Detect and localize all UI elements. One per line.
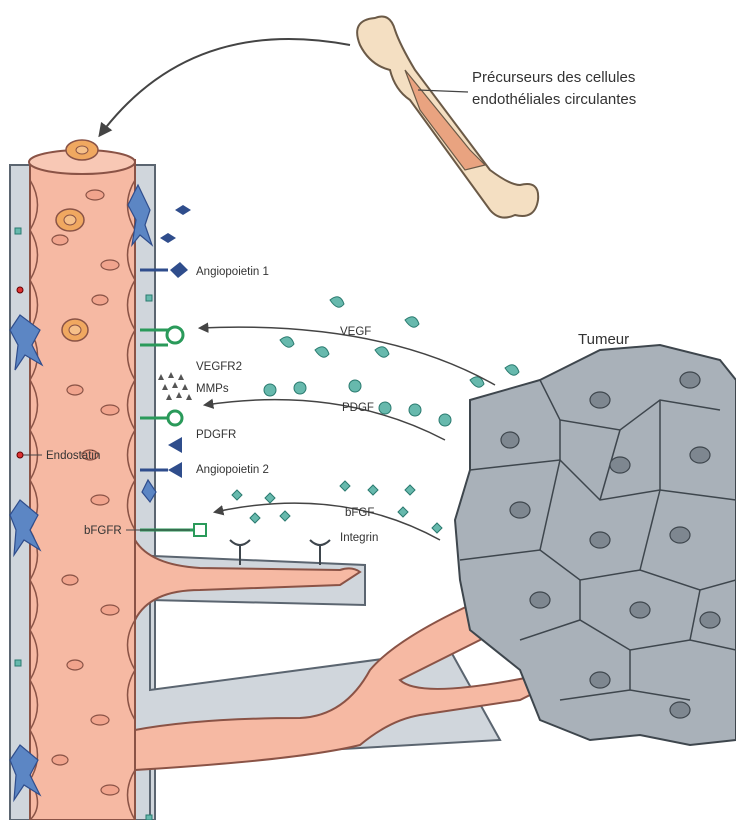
label-precursors-line1: Précurseurs des cellules [472, 69, 635, 86]
label-pdgf: PDGF [342, 402, 374, 414]
label-vegf: VEGF [340, 326, 371, 338]
bone [357, 17, 538, 218]
label-bfgf: bFGF [345, 507, 374, 519]
label-bfgfr: bFGFR [84, 525, 122, 537]
label-tumor: Tumeur [578, 331, 629, 348]
label-mmps: MMPs [196, 383, 229, 395]
label-precursors-line2: endothéliales circulantes [472, 91, 636, 108]
precursor-migration-arrow [100, 39, 350, 135]
mmp-triangles [158, 372, 192, 400]
label-pdgfr: PDGFR [196, 429, 236, 441]
label-angiopoietin1: Angiopoietin 1 [196, 266, 269, 278]
vegf-molecules [280, 297, 519, 387]
label-endostatin: Endostatin [46, 450, 100, 462]
label-vegfr2: VEGFR2 [196, 361, 242, 373]
label-integrin: Integrin [340, 532, 378, 544]
label-angiopoietin2: Angiopoietin 2 [196, 464, 269, 476]
